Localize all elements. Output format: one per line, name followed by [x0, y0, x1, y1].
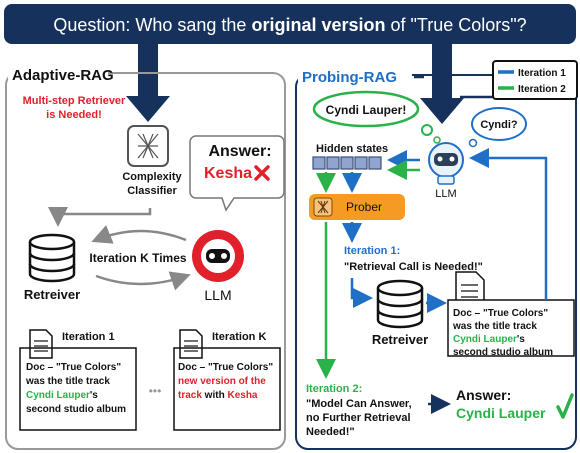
neural-net-icon [127, 125, 169, 167]
probing-retriever-label: Retreiver [372, 332, 428, 347]
classifier-line2: Classifier [127, 185, 177, 197]
hidden-state-blocks [312, 156, 382, 170]
adaptive-retriever-label: Retreiver [24, 287, 80, 302]
question-banner [4, 4, 576, 44]
probing-answer-label: Answer: [456, 387, 511, 403]
thought-dot [468, 138, 478, 148]
document-icon [29, 329, 53, 359]
prober-label: Prober [346, 200, 382, 214]
database-icon [376, 279, 424, 329]
docK-box [173, 347, 281, 431]
neural-net-icon [313, 197, 333, 217]
docK-line2: new version of the [178, 376, 266, 387]
iter1-text: "Retrieval Call is Needed!" [344, 261, 483, 273]
thought-bubble-small [471, 107, 527, 141]
adaptive-panel [5, 72, 286, 450]
document-icon [179, 329, 203, 359]
thought-bubble-main [312, 90, 420, 128]
doc1-box [19, 347, 137, 431]
adaptive-answer-label: Answer: [208, 143, 271, 160]
docK-red-track: track [178, 390, 202, 401]
docK-line3: track with Kesha [178, 390, 258, 401]
arrow-down-adaptive [126, 44, 170, 122]
probing-doc-line3-suffix: 's [517, 334, 525, 345]
iter2-line3: Needed!" [306, 426, 355, 438]
loop-arrow-bottom [95, 271, 191, 291]
docK-line1: Doc – "True Colors" [178, 362, 273, 373]
adaptive-llm-label: LLM [204, 287, 231, 303]
doc1-green: Cyndi Lauper [26, 390, 90, 401]
classifier-line1: Complexity [122, 171, 182, 183]
bubble-main-text: Cyndi Lauper! [326, 103, 407, 117]
docK-red-kesha: Kesha [227, 390, 257, 401]
doc1-line3: Cyndi Lauper's [26, 390, 98, 401]
database-icon [28, 233, 76, 283]
iteration-loop-label: Iteration K Times [89, 251, 186, 265]
docK-title: Iteration K [212, 331, 266, 343]
prober-box [309, 194, 405, 220]
iter2-line1: "Model Can Answer, [306, 398, 412, 410]
robot-icon [192, 230, 244, 282]
arrow-doc-to-llm [469, 148, 548, 300]
checkmark-icon [556, 393, 574, 419]
thought-dot [421, 124, 433, 136]
ellipsis-dots: ••• [149, 384, 162, 398]
doc1-title: Iteration 1 [62, 331, 115, 343]
probing-panel [295, 74, 577, 450]
cross-icon [254, 165, 270, 181]
arrow-to-retriever [48, 207, 152, 227]
probing-doc-green: Cyndi Lauper [453, 334, 517, 345]
retriever-needed-line1: Multi-step Retriever [23, 95, 126, 107]
probing-title: Probing-RAG [302, 69, 397, 86]
adaptive-title: Adaptive-RAG [12, 67, 114, 84]
adaptive-answer-value: Kesha [204, 165, 252, 182]
probing-doc-line3: Cyndi Lauper's [453, 334, 525, 345]
retriever-needed-line2: is Needed! [46, 109, 102, 121]
doc1-line3-suffix: 's [90, 390, 98, 401]
iter1-title: Iteration 1: [344, 245, 400, 257]
iter2-line2: no Further Retrieval [306, 412, 411, 424]
question-bold: original version [251, 15, 385, 35]
probing-doc-line1: Doc – "True Colors" [453, 308, 548, 319]
answer-bubble-adaptive [189, 135, 285, 212]
probing-llm-label: LLM [435, 188, 456, 200]
robot-icon [428, 142, 464, 185]
question-prefix: Question: Who sang the [53, 15, 251, 35]
probing-doc-line4: second studio album [453, 347, 553, 358]
iter2-title: Iteration 2: [306, 383, 362, 395]
doc1-line1: Doc – "True Colors" [26, 362, 121, 373]
probing-doc-line2: was the title track [452, 321, 537, 332]
arrow-down-probing [420, 44, 464, 124]
probing-answer-value: Cyndi Lauper [456, 405, 546, 421]
hidden-states-label: Hidden states [316, 143, 388, 155]
doc1-line4: second studio album [26, 404, 126, 415]
legend-iteration2: Iteration 2 [518, 84, 566, 95]
loop-arrow-top [91, 225, 187, 244]
thought-dot [433, 136, 441, 144]
bubble-small-text: Cyndi? [480, 119, 518, 131]
arrow-iter1-to-retriever [350, 278, 373, 308]
question-suffix: of "True Colors"? [386, 15, 527, 35]
probing-doc-box [447, 299, 575, 357]
question-text: Question: Who sang the original version … [53, 15, 526, 35]
legend-iteration1: Iteration 1 [518, 68, 566, 79]
doc1-line2: was the title track [25, 376, 110, 387]
docK-line3-mid: with [202, 390, 228, 401]
